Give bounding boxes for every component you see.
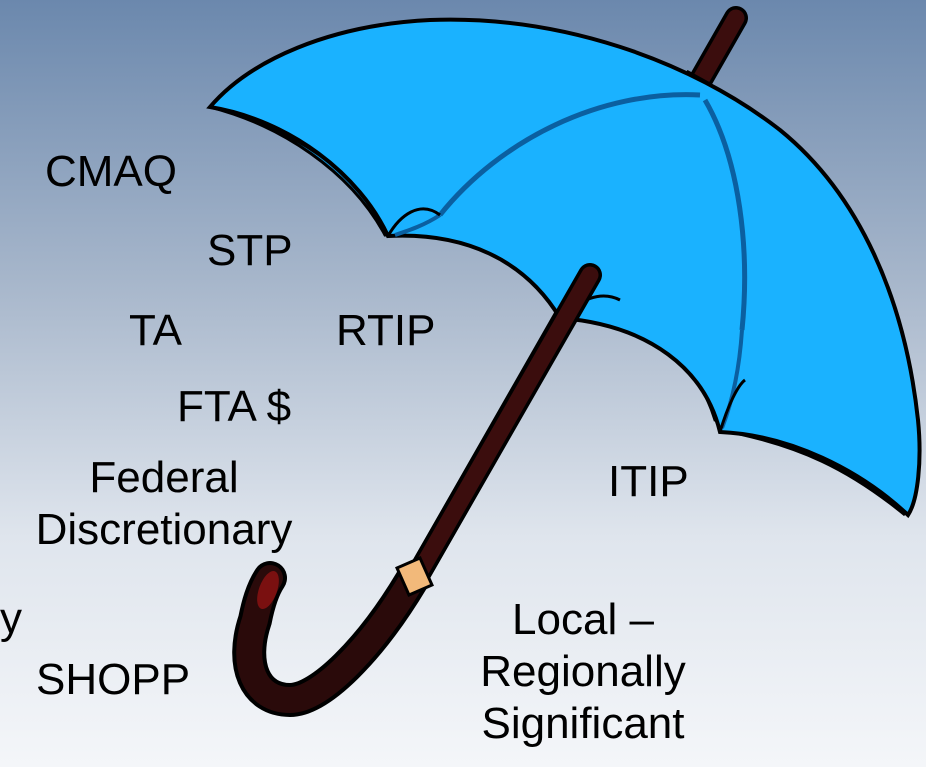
label-stp: STP [207,226,293,275]
umbrella-canopy [206,17,922,519]
label-fta: FTA $ [177,382,292,431]
label-federal-discretionary: Federal Discretionary [11,452,317,556]
label-regionally: Regionally [480,646,686,696]
umbrella-rib-2 [702,98,748,331]
label-cmaq: CMAQ [45,147,177,196]
label-shopp: SHOPP [36,655,191,704]
label-ta: TA [129,306,182,355]
label-itip: ITIP [608,457,689,506]
label-rtip: RTIP [336,306,436,355]
label-significant: Significant [481,698,685,748]
umbrella-rib-4 [394,213,442,237]
umbrella-rib-1 [438,92,701,217]
label-discretionary: Discretionary [35,504,293,554]
label-y: y [0,594,22,643]
umbrella-handle-band [395,556,434,597]
label-federal: Federal [89,453,239,502]
label-local: Local – [512,595,654,644]
label-local-regional: Local – Regionally Significant [458,594,708,750]
